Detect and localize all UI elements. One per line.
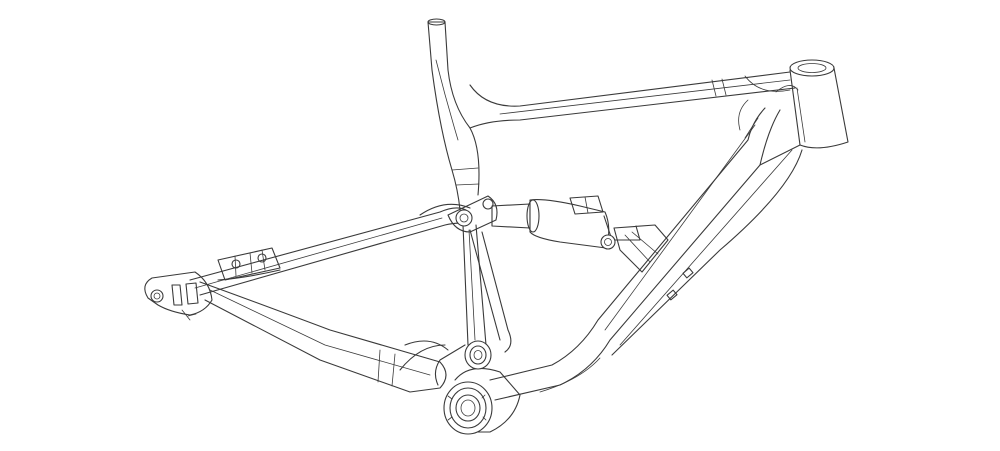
rear-dropout <box>144 271 213 321</box>
chain-stay <box>199 281 449 393</box>
down-tube <box>489 99 803 401</box>
seat-stay <box>189 203 471 296</box>
seat-tube <box>427 18 487 346</box>
head-tube <box>775 59 849 149</box>
main-pivot <box>434 340 492 386</box>
top-tube <box>469 71 796 129</box>
bottom-bracket <box>443 367 521 435</box>
link-stay <box>469 229 512 353</box>
rear-shock <box>491 195 669 273</box>
rocker-link <box>447 195 498 233</box>
